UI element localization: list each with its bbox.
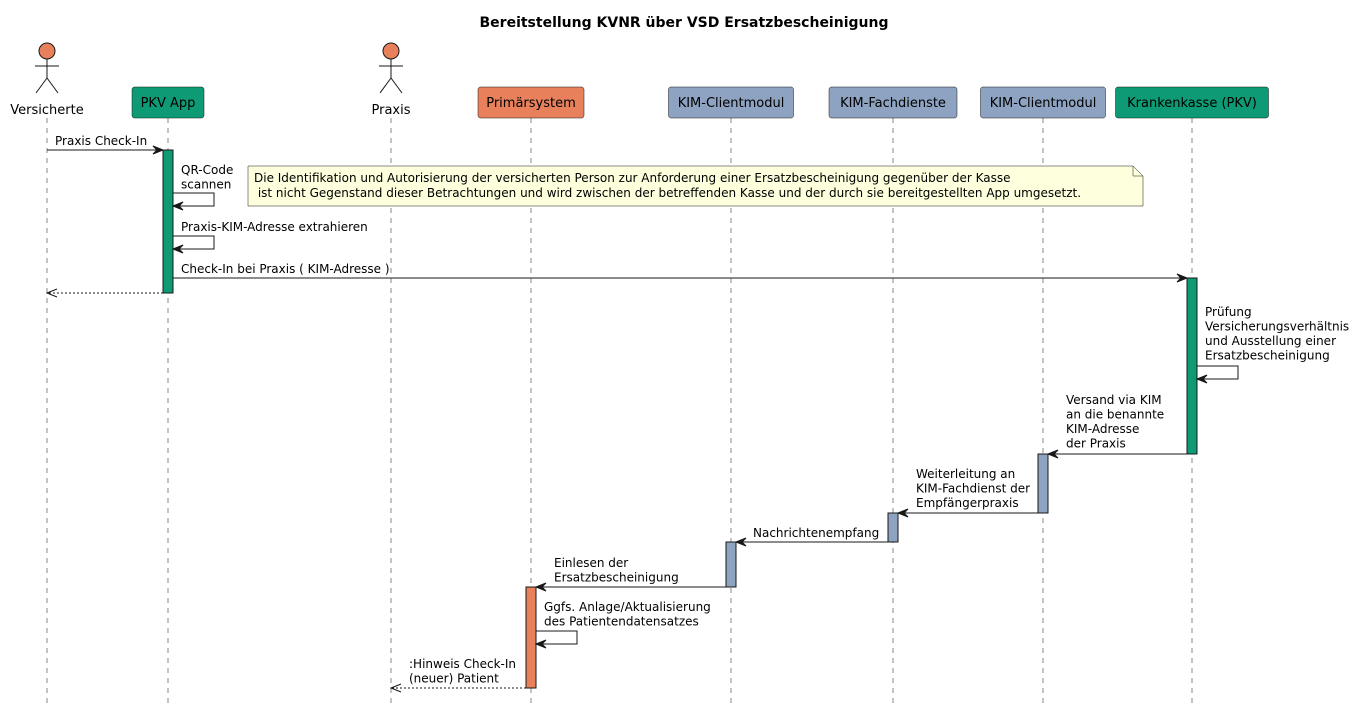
arrowhead-icon [1176,273,1189,283]
participant-label: Versicherte [10,103,83,118]
message-label: Ersatzbescheinigung [554,571,679,585]
message-label: Versicherungsverhältnis [1205,320,1349,334]
participant-versicherte: Versicherte [10,42,84,118]
message-4: Check-In bei Praxis ( KIM-Adresse ) [173,262,1189,283]
participant-box [477,86,585,119]
message-label: Ggfs. Anlage/Aktualisierung [544,600,711,614]
arrowhead-icon [171,244,184,254]
participant-box [131,86,205,119]
message-label: scannen [181,178,231,192]
message-label: Praxis-KIM-Adresse extrahieren [181,220,368,234]
arrowhead-icon [389,683,402,693]
arrowhead-icon [45,288,58,298]
participant-kasse: Krankenkasse (PKV) [1115,86,1269,119]
message-label: (neuer) Patient [409,672,499,686]
participant-kimclient2: KIM-Clientmodul [980,86,1106,119]
message-label: Check-In bei Praxis ( KIM-Adresse ) [181,262,390,276]
participant-label: KIM-Clientmodul [990,96,1097,111]
message-label: der Praxis [1066,437,1126,451]
actor-icon [35,42,59,94]
self-message-arrow [1197,365,1239,380]
self-message-arrow [173,192,215,207]
participant-label: Praxis [372,103,411,118]
actor-icon [379,42,403,94]
messages: Praxis Check-InQR-CodescannenPraxis-KIM-… [45,134,1349,693]
message-9: Nachrichtenempfang [734,526,888,547]
note-line: ist nicht Gegenstand dieser Betrachtunge… [254,186,1081,200]
participant-kimclient1: KIM-Clientmodul [668,86,794,119]
message-1: Praxis Check-In [47,134,165,155]
message-12: :Hinweis Check-In(neuer) Patient [389,657,526,693]
message-label: Praxis Check-In [55,134,147,148]
participant-box [828,86,958,119]
participant-box [980,86,1106,119]
message-5 [45,288,163,298]
message-label: Nachrichtenempfang [753,526,879,540]
message-label: Empfängerpraxis [916,496,1019,510]
participant-box [1115,86,1269,119]
message-label: KIM-Fachdienst der [916,482,1030,496]
arrowhead-icon [734,537,747,547]
arrowhead-icon [534,639,547,649]
message-label: Versand via KIM [1066,393,1162,407]
participant-praxis: Praxis [372,42,411,118]
arrowhead-icon [896,508,909,518]
activation-kimfach [887,512,899,543]
participant-label: Primärsystem [486,96,576,111]
message-label: Einlesen der [554,556,628,570]
participant-label: PKV App [141,96,196,111]
message-label: des Patientendatensatzes [544,615,699,629]
participant-label: KIM-Clientmodul [678,96,785,111]
note-line: Die Identifikation und Autorisierung der… [254,171,1011,185]
activation-pkvapp [162,149,174,294]
arrowhead-icon [171,201,184,211]
activation-kasse [1186,277,1198,455]
message-label: QR-Code [181,163,233,177]
self-message-arrow [173,235,215,250]
arrowhead-icon [1046,449,1059,459]
note: Die Identifikation und Autorisierung der… [247,165,1144,207]
message-label: :Hinweis Check-In [409,657,516,671]
arrowhead-icon [152,145,165,155]
arrowhead-icon [534,582,547,592]
participants: Versicherte PKV App Praxis Primärsystem KIM-… [10,42,1269,119]
participant-label: KIM-Fachdienste [840,96,946,111]
message-3: Praxis-KIM-Adresse extrahieren [171,220,368,254]
message-label: KIM-Adresse [1066,422,1139,436]
message-label: und Ausstellung einer [1205,334,1336,348]
participant-primaersystem: Primärsystem [477,86,585,119]
self-message-arrow [536,630,578,645]
diagram-title: Bereitstellung KVNR über VSD Ersatzbesch… [480,15,889,31]
message-label: Ersatzbescheinigung [1205,349,1330,363]
participant-kimfach: KIM-Fachdienste [828,86,958,119]
arrowhead-icon [1195,374,1208,384]
participant-box [668,86,794,119]
message-label: Weiterleitung an [916,467,1015,481]
activation-kimclient1 [725,541,737,588]
message-label: an die benannte [1066,408,1164,422]
note-box [247,165,1144,207]
activation-primaersystem [525,586,537,689]
participant-label: Krankenkasse (PKV) [1127,96,1257,111]
participant-pkvapp: PKV App [131,86,205,119]
activation-kimclient2 [1037,453,1049,514]
message-label: Prüfung [1205,305,1252,319]
